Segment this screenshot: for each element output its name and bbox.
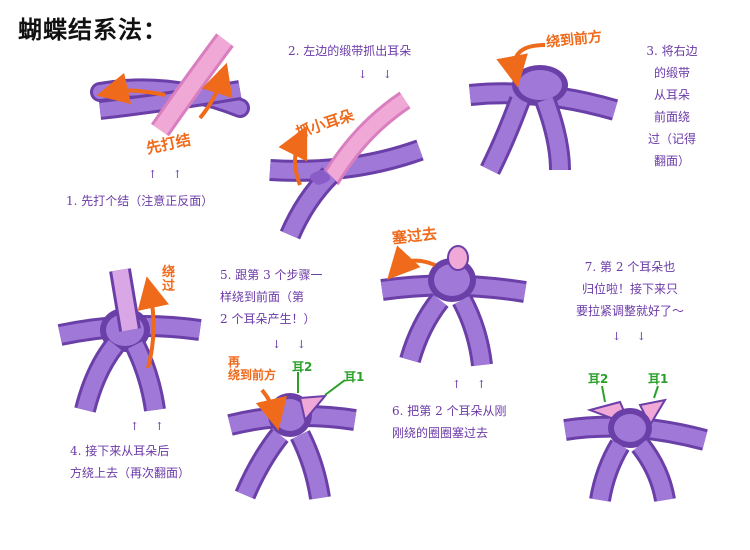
step5-ear2-label: 耳2 bbox=[292, 360, 313, 374]
step1-caption: 1. 先打个结（注意正反面） bbox=[66, 194, 214, 208]
step3-caption: 3. 将右边 的缎带 从耳朵 前面绕 过（记得 翻面） bbox=[646, 44, 698, 168]
step7-caption: 7. 第 2 个耳朵也 归位啦！接下来只 要拉紧调整就好了～ bbox=[575, 260, 684, 318]
step7-ear2-label: 耳2 bbox=[588, 372, 609, 386]
step1-arrows: ↑ ↑ bbox=[148, 168, 188, 181]
step7-ear1-label: 耳1 bbox=[648, 372, 669, 386]
step5-arrows: ↓ ↓ bbox=[272, 338, 312, 351]
step5-caption: 5. 跟第 3 个步骤一 样绕到前面（第 2 个耳朵产生！） bbox=[220, 268, 323, 326]
step5-note: 再 绕到前方 bbox=[228, 355, 277, 382]
step6-note: 塞过去 bbox=[391, 224, 438, 248]
step2-note: 抓小耳朵 bbox=[293, 106, 357, 142]
step6-caption: 6. 把第 2 个耳朵从刚 刚绕的圈圈塞过去 bbox=[392, 404, 507, 440]
step3-note: 绕到前方 bbox=[545, 29, 603, 51]
page-title: 蝴蝶结系法： bbox=[18, 16, 168, 44]
step5-ear1-label: 耳1 bbox=[344, 370, 365, 384]
step4-arrows: ↑ ↑ bbox=[130, 420, 170, 433]
step1-note: 先打结 bbox=[144, 130, 193, 158]
step2-caption: 2. 左边的缎带抓出耳朵 bbox=[288, 44, 412, 58]
step4-note: 绕 过 bbox=[162, 265, 176, 294]
step2-arrows: ↓ ↓ bbox=[358, 68, 398, 81]
step7-arrows: ↓ ↓ bbox=[612, 330, 652, 343]
step4-caption: 4. 接下来从耳朵后 方绕上去（再次翻面） bbox=[70, 444, 191, 480]
step6-arrows: ↑ ↑ bbox=[452, 378, 492, 391]
